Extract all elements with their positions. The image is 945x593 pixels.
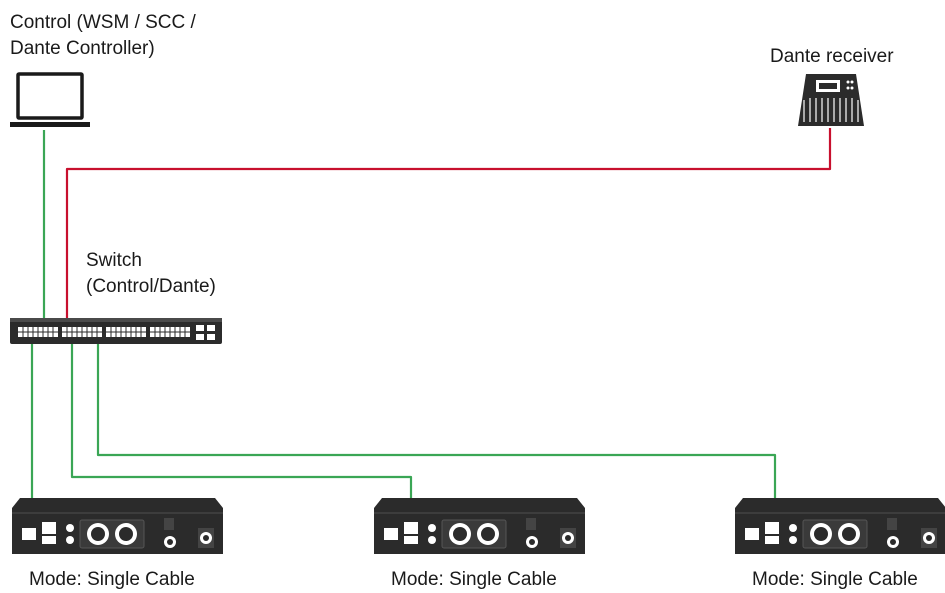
control-label-line1: Control (WSM / SCC / [10, 12, 196, 33]
receiver-3-port-b [765, 522, 779, 534]
receiver-1-label: Mode: Single Cable [29, 569, 195, 590]
laptop-icon [10, 72, 90, 127]
receiver-2-port-b [404, 522, 418, 534]
receiver-2-port-a [384, 528, 398, 540]
dante-cable-switch-receiver [65, 128, 832, 326]
receiver-device-1 [12, 498, 223, 554]
receiver-device-3 [735, 498, 945, 554]
receiver-3-label: Mode: Single Cable [752, 569, 918, 590]
mixing-console-icon [798, 74, 864, 126]
switch-label-line1: Switch [86, 250, 142, 271]
receiver-2-label: Mode: Single Cable [391, 569, 557, 590]
receiver-device-2 [374, 498, 585, 554]
control-label-line2: Dante Controller) [10, 38, 155, 59]
receiver-1-port-a [22, 528, 36, 540]
switch-label-line2: (Control/Dante) [86, 276, 216, 297]
dante-receiver-label: Dante receiver [770, 46, 894, 67]
control-cable-receiver-3 [96, 341, 777, 536]
dante-cables [65, 128, 832, 326]
receiver-3-port-a [745, 528, 759, 540]
network-switch-icon [10, 318, 222, 344]
receiver-1-port-b [42, 522, 56, 534]
